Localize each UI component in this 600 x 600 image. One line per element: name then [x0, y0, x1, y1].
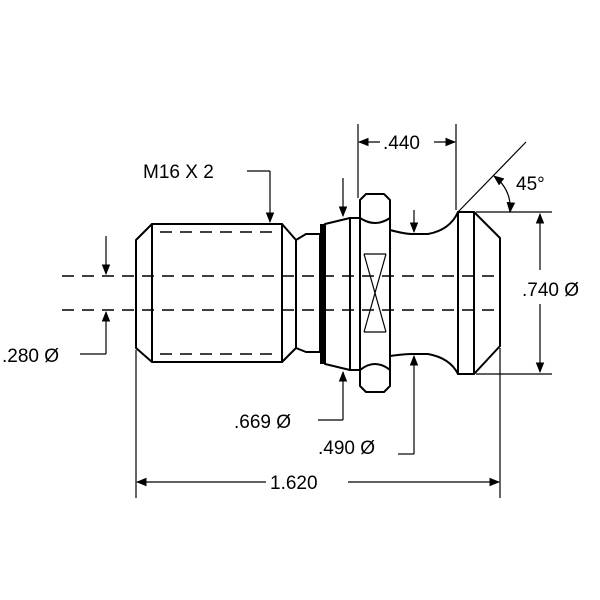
bore-hidden-lines — [62, 275, 500, 311]
dim-440: .440 — [357, 124, 457, 210]
dim-45-label: 45° — [516, 174, 545, 195]
dim-440-label: .440 — [383, 133, 420, 154]
head-740 — [457, 211, 501, 375]
thread-callout: M16 X 2 — [143, 162, 275, 224]
dim-1620-label: 1.620 — [270, 473, 318, 494]
thread-label: M16 X 2 — [143, 162, 214, 183]
threaded-shank — [135, 223, 297, 363]
dim-490-label: .490 Ø — [318, 438, 375, 459]
hex-flange — [349, 193, 391, 393]
dim-280-label: .280 Ø — [2, 346, 59, 367]
dim-669: .669 Ø — [234, 178, 348, 433]
dim-1620: 1.620 — [135, 348, 501, 498]
relief-groove — [295, 233, 321, 353]
dim-740: .740 Ø — [476, 211, 579, 375]
dim-490: .490 Ø — [318, 210, 419, 459]
dim-280: .280 Ø — [2, 236, 111, 367]
collar-669 — [320, 217, 351, 371]
dim-45-angle: 45° — [457, 141, 545, 214]
neck-490 — [389, 211, 459, 375]
part-outline — [135, 193, 501, 393]
dim-740-label: .740 Ø — [522, 280, 579, 301]
dim-669-label: .669 Ø — [234, 412, 291, 433]
